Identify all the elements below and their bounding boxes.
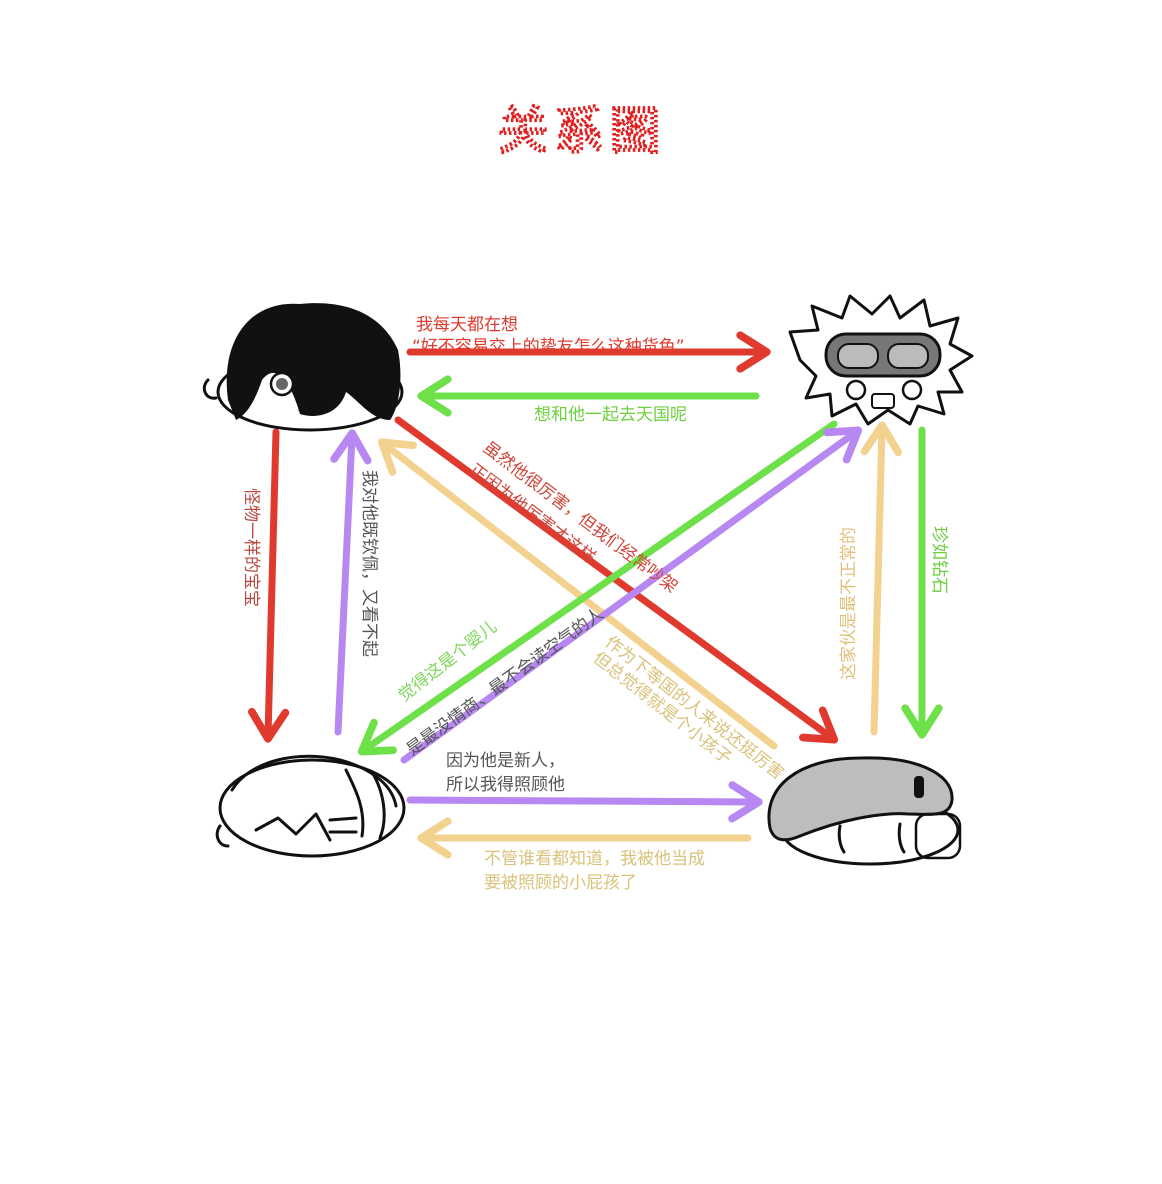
- label-br-to-bl-line2: 要被照顾的小屁孩了: [484, 873, 637, 893]
- label-tl-to-tr-line2: “好不容易交上的挚友怎么这种货色”: [412, 337, 685, 357]
- arrow-bl-to-br: [406, 781, 763, 823]
- label-bl-to-br-line2: 所以我得照顾他: [446, 775, 565, 795]
- label-bl-to-tl: 我对他既钦佩，又看不起: [359, 470, 379, 657]
- diagram-title: 关系图: [498, 102, 666, 160]
- label-tr-to-tl: 想和他一起去天国呢: [534, 405, 687, 425]
- arrow-br-to-tl: [377, 438, 778, 750]
- character-top-left: [202, 303, 404, 432]
- arrow-bl-to-tl: [330, 429, 372, 736]
- character-bottom-right: [767, 756, 962, 866]
- label-bl-to-br-line1: 因为他是新人，: [446, 751, 565, 771]
- label-br-to-bl-line1: 不管谁看都知道，我被他当成: [484, 849, 705, 869]
- character-bottom-left: [215, 754, 406, 858]
- label-tl-to-tr-line1: 我每天都在想: [416, 315, 518, 335]
- label-tl-to-bl: 怪物一样的宝宝: [241, 488, 261, 607]
- goggles-head-icon: [788, 294, 974, 426]
- gray-cap-head-icon: [767, 756, 962, 866]
- label-br-to-tl-line2: 但总觉得就是个小孩子: [589, 648, 735, 768]
- arrow-tr-to-bl: [357, 420, 838, 756]
- arrow-br-to-tr: [860, 421, 903, 736]
- label-br-to-tl-line1: 作为下等国的人来说还挺厉害: [601, 632, 787, 784]
- arrow-tl-to-bl: [247, 428, 290, 743]
- black-hair-head-icon: [202, 303, 404, 432]
- arrow-bl-to-tr: [400, 426, 863, 764]
- white-hair-head-icon: [215, 754, 406, 858]
- label-tl-to-br-line1: 虽然他很厉害，但我们经常吵架: [479, 438, 681, 597]
- label-tr-to-br: 珍如钻石: [929, 526, 949, 594]
- label-br-to-tr: 这家伙是最不正常的: [839, 527, 859, 680]
- character-top-right: [788, 294, 974, 426]
